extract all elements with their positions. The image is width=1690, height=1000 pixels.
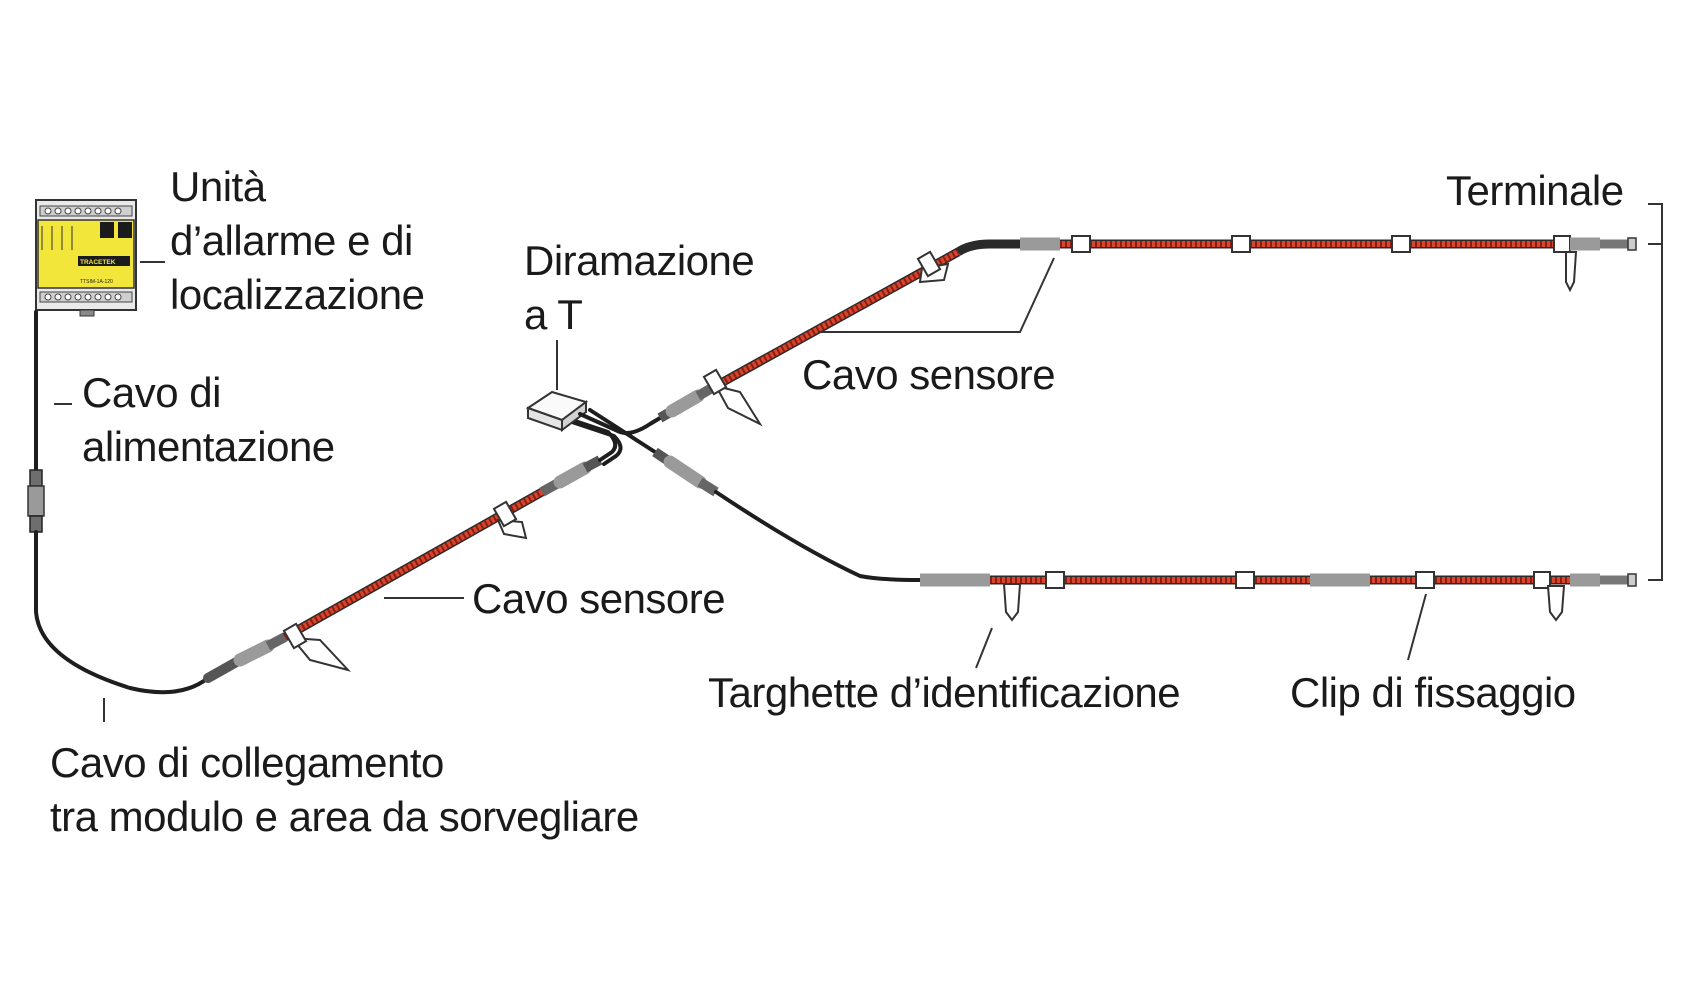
t-lower-left-wire-2	[564, 418, 623, 466]
leader-sensor-upper	[818, 257, 1055, 333]
clip-upper-2	[1231, 235, 1251, 253]
label-fixing-clips: Clip di fissaggio	[1290, 669, 1576, 716]
clip-upper-diagonal	[916, 250, 950, 284]
link-cable	[34, 530, 210, 695]
clip-lower-right-3	[1415, 571, 1435, 589]
clip-upper-3	[1391, 235, 1411, 253]
terminal-upper	[1570, 237, 1637, 251]
label-sensor-cable-lower: Cavo sensore	[472, 575, 726, 622]
connector-lower-left-top	[539, 455, 603, 497]
connector-lower-right-diagonal	[652, 447, 719, 497]
leader-clips	[1407, 593, 1427, 661]
clip-lower-right-1	[1045, 571, 1065, 589]
id-tag-upper-left	[702, 368, 763, 427]
clip-lower-left	[492, 500, 528, 540]
lower-right-lead	[714, 490, 922, 582]
leader-terminal	[1648, 203, 1663, 581]
label-id-tags: Targhette d’identificazione	[708, 669, 1181, 716]
t-upper-wire	[578, 412, 662, 435]
sensor-cable-upper-diagonal	[709, 248, 961, 392]
module-brand: TRACETEK	[80, 259, 116, 266]
label-t-branch: Diramazione a T	[524, 237, 755, 338]
connector-upper-left	[657, 383, 715, 423]
leader-id-tags	[975, 627, 993, 669]
sensor-cable-upper-horizontal	[955, 237, 1570, 256]
label-sensor-cable-upper: Cavo sensore	[802, 351, 1056, 398]
id-tag-lower-right-1	[1002, 583, 1022, 622]
t-branch-box	[525, 390, 589, 432]
connector-lower-left	[203, 632, 288, 683]
module-model: TTSIM-1A-120	[80, 279, 113, 285]
terminal-lower	[1570, 573, 1637, 587]
id-tag-lower-right-2	[1533, 571, 1566, 622]
alarm-location-unit: TRACETEK TTSIM-1A-120	[35, 199, 137, 317]
label-link-cable: Cavo di collegamento tra modulo e area d…	[50, 739, 639, 840]
label-terminal: Terminale	[1446, 167, 1624, 214]
label-alarm-unit: Unità d’allarme e di localizzazione	[170, 163, 425, 318]
label-power-cable: Cavo di alimentazione	[82, 369, 335, 470]
clip-upper-1	[1071, 235, 1091, 253]
clip-lower-right-2	[1235, 571, 1255, 589]
id-tag-lower-left	[282, 622, 352, 672]
power-cable-connector	[27, 469, 45, 533]
t-lower-right-wire	[588, 408, 657, 454]
